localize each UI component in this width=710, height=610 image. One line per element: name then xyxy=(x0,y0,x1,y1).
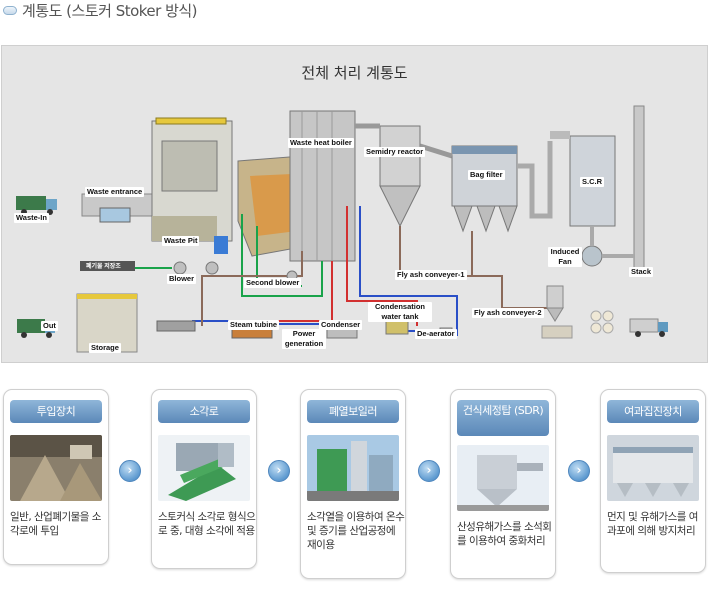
waste-truck-icon xyxy=(16,196,57,215)
label-second-blower: Second blower xyxy=(244,278,302,288)
bag-filter-photo xyxy=(607,435,699,501)
bullet-icon xyxy=(3,6,17,15)
label-semidry-reactor: Semidry reactor xyxy=(364,147,426,157)
label-waste-heat-boiler: Waste heat boiler xyxy=(288,138,354,148)
step-description: 일반, 산업폐기물을 소각로에 투입 xyxy=(10,511,101,537)
step-description: 소각열을 이용하여 온수 및 증기를 산업공정에 재이용 xyxy=(307,511,405,551)
label-waste-pit: Waste Pit xyxy=(162,236,200,246)
feeder-photo xyxy=(10,435,102,501)
incinerator-photo xyxy=(158,435,250,501)
label-waste-storage-tag: 폐기물 저장조 xyxy=(86,264,121,270)
step-card-bag-filter: 여과집진장치 먼지 및 유해가스를 여과포에 의해 방지처리 xyxy=(600,389,706,573)
label-storage: Storage xyxy=(89,343,121,353)
step-title: 여과집진장치 xyxy=(607,400,699,423)
step-description: 산성유해가스를 소석회를 이용하여 중화처리 xyxy=(457,521,552,547)
step-card-boiler: 폐열보일러 소각열을 이용하여 온수 및 증기를 산업공정에 재이용 xyxy=(300,389,406,579)
label-condensation-water-tank: Condensation water tank xyxy=(368,302,432,322)
label-fly-ash-conveyer-1: Fly ash conveyer-1 xyxy=(395,270,467,280)
label-de-aerator: De-aerator xyxy=(415,329,457,339)
step-title: 건식세정탑 (SDR) xyxy=(457,400,549,436)
chevron-right-icon: › xyxy=(418,460,440,482)
sdr-photo xyxy=(457,445,549,511)
process-flow-diagram: 전체 처리 계통도 Waste-In Waste entrance Waste … xyxy=(1,45,708,363)
diagram-title: 전체 처리 계통도 xyxy=(301,64,408,82)
label-condenser: Condenser xyxy=(319,320,363,330)
label-stack: Stack xyxy=(629,267,654,277)
label-blower: Blower xyxy=(167,274,197,284)
process-steps: 투입장치 일반, 산업폐기물을 소각로에 투입 › 소각로 스토커식 소각로 형… xyxy=(0,385,710,585)
label-fly-ash-conveyer-2: Fly ash conveyer-2 xyxy=(472,308,544,318)
step-description: 스토커식 소각로 형식으로 중, 대형 소각에 적용 xyxy=(158,511,256,537)
label-power-generation: Power generation xyxy=(282,329,326,349)
label-steam-turbine: Steam tubine xyxy=(228,320,280,330)
page-title: 계통도 (스토커 Stoker 방식) xyxy=(22,2,198,20)
chevron-right-icon: › xyxy=(268,460,290,482)
step-description: 먼지 및 유해가스를 여과포에 의해 방지처리 xyxy=(607,511,698,537)
label-out: Out xyxy=(41,321,58,331)
step-card-incinerator: 소각로 스토커식 소각로 형식으로 중, 대형 소각에 적용 xyxy=(151,389,257,569)
label-bag-filter: Bag filter xyxy=(468,170,505,180)
step-title: 폐열보일러 xyxy=(307,400,399,423)
chevron-right-icon: › xyxy=(568,460,590,482)
step-card-sdr: 건식세정탑 (SDR) 산성유해가스를 소석회를 이용하여 중화처리 xyxy=(450,389,556,579)
step-card-feeder: 투입장치 일반, 산업폐기물을 소각로에 투입 xyxy=(3,389,109,565)
ash-truck-icon xyxy=(629,318,668,337)
label-waste-entrance: Waste entrance xyxy=(85,187,145,197)
flow-diagram-graphic xyxy=(16,105,668,353)
chevron-right-icon: › xyxy=(119,460,141,482)
label-waste-in: Waste-In xyxy=(14,213,49,223)
label-induced-fan: Induced Fan xyxy=(548,247,582,267)
boiler-photo xyxy=(307,435,399,501)
step-title: 투입장치 xyxy=(10,400,102,423)
label-scr: S.C.R xyxy=(580,177,605,187)
step-title: 소각로 xyxy=(158,400,250,423)
page-header: 계통도 (스토커 Stoker 방식) xyxy=(0,0,710,30)
